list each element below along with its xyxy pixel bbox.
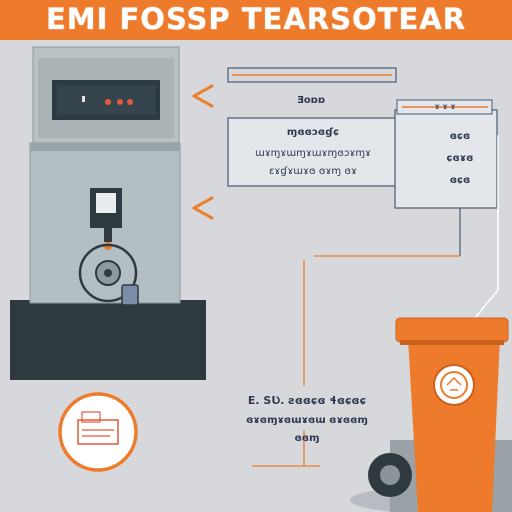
- tray-top: [81, 411, 101, 423]
- banner-title: EMI FOSSP TEARSOTEAR: [45, 2, 467, 36]
- bin-badge-ring: [440, 371, 468, 399]
- drum-center: [104, 269, 112, 277]
- bin-badge: [433, 364, 475, 406]
- machine-base: [30, 296, 180, 380]
- arrow-left-icon: [192, 196, 214, 220]
- top-label-box: [227, 67, 397, 83]
- panel-light-2: [117, 99, 123, 105]
- side-panel-header-text: ɤ ɤ ɤ: [434, 102, 456, 111]
- cup: [121, 284, 139, 306]
- bottom-caption-line2: ɞɤɞɱɤɞɯɤɞɯ ɞɤɞɞɱ: [246, 415, 368, 426]
- main-panel-line1: ɯɤɱɤɯɱɤɯɤɱɞɔɤɱɤ: [254, 148, 372, 159]
- machine-foot-right: [178, 300, 206, 380]
- panel-indicator: [82, 96, 85, 102]
- fryer-machine-icon: [10, 46, 206, 380]
- dispenser-window: [96, 193, 116, 213]
- top-caption: Ǝoɒɒ: [296, 95, 326, 106]
- side-panel-line2: ɕɞɤɞ: [446, 153, 474, 164]
- bottom-caption-line1: E. ЅƲ. ƨɞɞɕɞ ɬɞɕɞɕ: [247, 394, 367, 407]
- tray-badge-circle: [58, 392, 138, 472]
- arrow-left-icon: [192, 84, 214, 108]
- main-panel-line2: ɛɤɠɤɯɤɞ ɞɤɱ ɞɤ: [269, 166, 357, 177]
- dispenser-nozzle: [104, 228, 112, 242]
- title-banner: EMI FOSSP TEARSOTEAR: [0, 0, 512, 40]
- panel-light-3: [127, 99, 133, 105]
- food-tray-icon: [58, 392, 138, 472]
- bottom-caption-line3: ɞɞɱ: [294, 433, 320, 444]
- main-panel-title: ɱɞɞɔɞɠɕ: [286, 127, 340, 138]
- bin-lid-shadow: [400, 340, 504, 345]
- bin-lid: [395, 317, 509, 343]
- tray-box: [77, 419, 119, 445]
- side-panel-line1: ɞɕɞ: [449, 131, 471, 142]
- drum-outer: [78, 243, 138, 303]
- bin-badge-symbol: [446, 376, 462, 391]
- side-panel-line3: ɞɕɞ: [449, 175, 471, 186]
- recycle-bin-icon: [368, 317, 512, 512]
- bin-body: [408, 338, 500, 512]
- bin-wheel-hub: [380, 465, 400, 485]
- panel-light-1: [105, 99, 111, 105]
- main-text-panel: [227, 117, 399, 187]
- machine-body-seam: [30, 143, 180, 151]
